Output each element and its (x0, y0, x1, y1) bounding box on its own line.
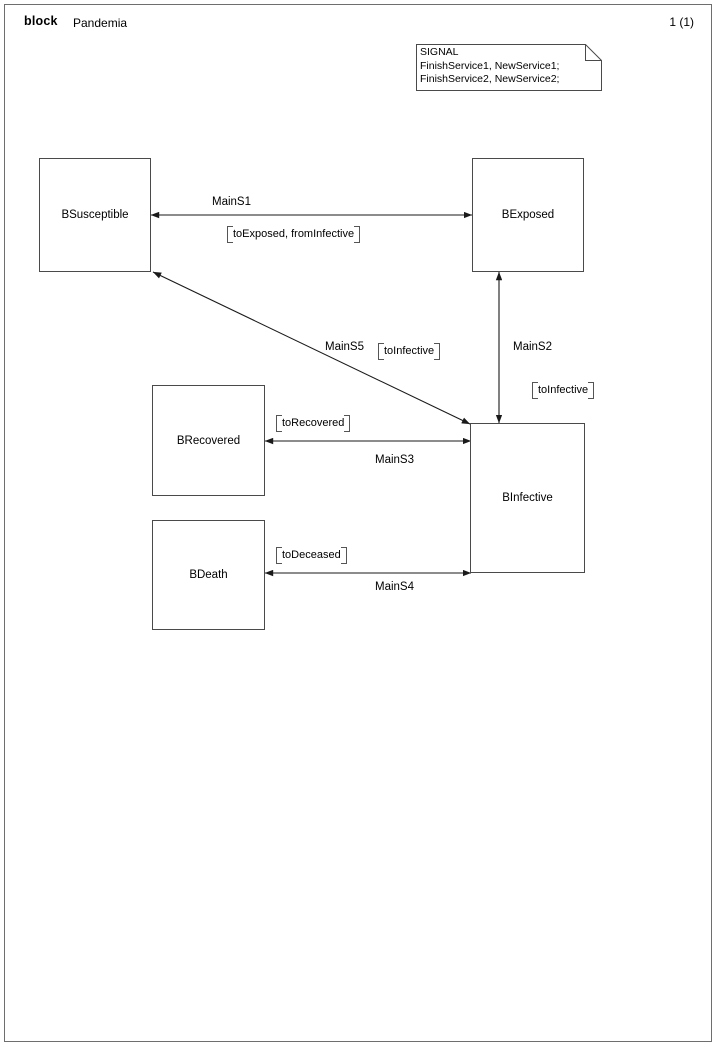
note-shape-icon (416, 44, 602, 91)
block-bexposed[interactable]: BExposed (472, 158, 584, 272)
bracket-left-icon (227, 226, 233, 243)
channel-name-mains5: MainS5 (325, 341, 364, 353)
diagram-kind-keyword: block (24, 14, 58, 28)
signal-list-mains5: toInfective (378, 343, 441, 360)
bracket-right-icon (434, 343, 441, 360)
signal-list-text-mains5: toInfective (384, 345, 435, 357)
signal-declaration-text: SIGNAL FinishService1, NewService1; Fini… (420, 46, 560, 85)
signal-list-mains4: toDeceased (276, 547, 347, 564)
signal-list-mains1: toExposed, fromInfective (227, 226, 361, 243)
bracket-right-icon (588, 382, 595, 399)
channel-name-mains2: MainS2 (513, 341, 552, 353)
block-label-bdeath: BDeath (189, 569, 228, 581)
bracket-left-icon (532, 382, 538, 399)
signal-list-text-mains2: toInfective (538, 384, 589, 396)
page-indicator: 1 (1) (669, 15, 694, 29)
block-label-binfective: BInfective (502, 492, 553, 504)
signal-list-mains3: toRecovered (276, 415, 351, 432)
channel-name-mains4: MainS4 (375, 581, 414, 593)
signal-list-text-mains1: toExposed, fromInfective (233, 228, 355, 240)
block-brecovered[interactable]: BRecovered (152, 385, 265, 496)
signal-list-text-mains3: toRecovered (282, 417, 345, 429)
signal-declaration-note: SIGNAL FinishService1, NewService1; Fini… (416, 44, 602, 91)
channel-name-mains1: MainS1 (212, 196, 251, 208)
block-label-brecovered: BRecovered (176, 434, 241, 447)
bracket-right-icon (344, 415, 351, 432)
bracket-left-icon (276, 415, 282, 432)
signal-list-mains2: toInfective (532, 382, 595, 399)
signal-list-text-mains4: toDeceased (282, 549, 341, 561)
page-title: Pandemia (73, 16, 128, 30)
block-label-bsusceptible: BSusceptible (61, 209, 129, 221)
block-label-bexposed: BExposed (501, 209, 555, 221)
channel-name-mains3: MainS3 (375, 454, 414, 466)
block-binfective[interactable]: BInfective (470, 423, 585, 573)
block-bdeath[interactable]: BDeath (152, 520, 265, 630)
bracket-left-icon (378, 343, 384, 360)
bracket-left-icon (276, 547, 282, 564)
block-bsusceptible[interactable]: BSusceptible (39, 158, 151, 272)
bracket-right-icon (340, 547, 347, 564)
bracket-right-icon (354, 226, 361, 243)
